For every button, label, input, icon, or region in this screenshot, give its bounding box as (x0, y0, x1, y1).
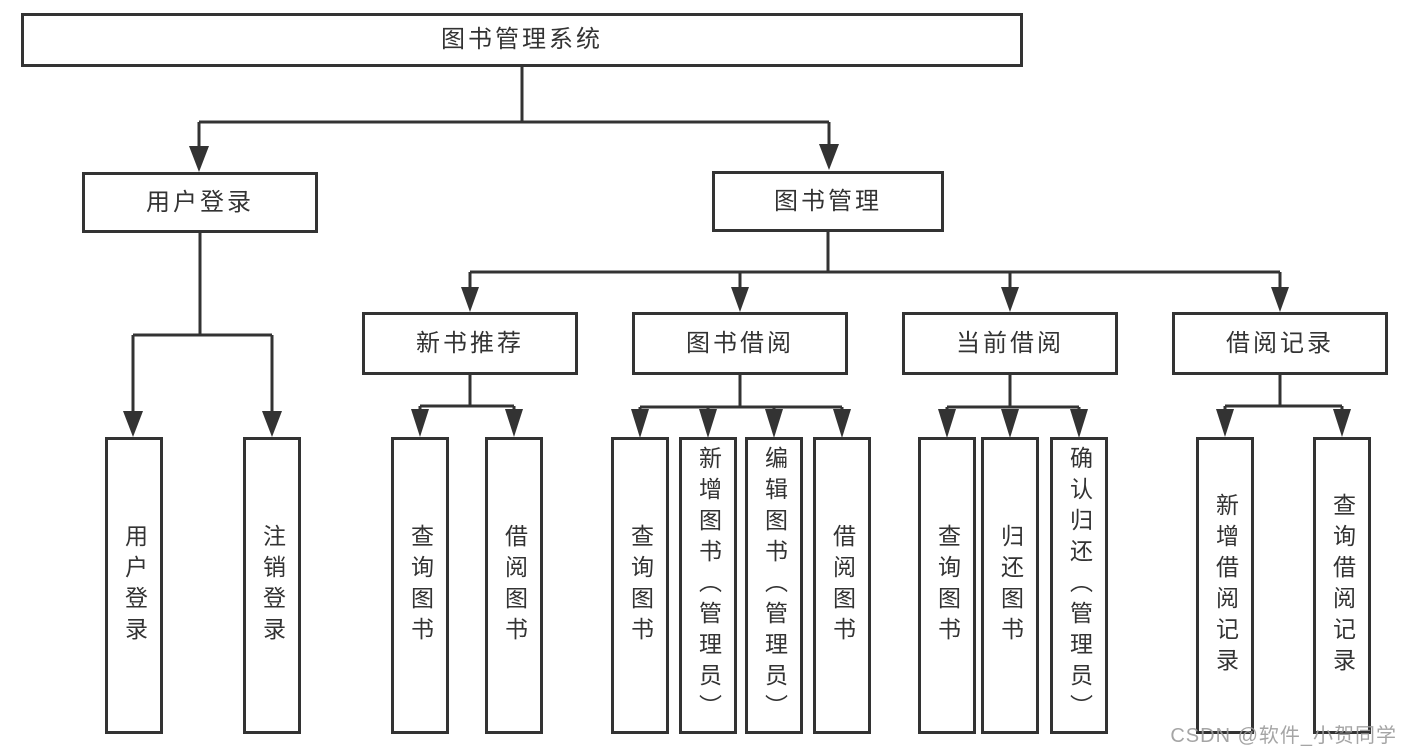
node-label: 图书管理系统 (441, 26, 603, 53)
node-label: 归还图书 (997, 523, 1024, 648)
leaf-user-login: 用户登录 (105, 437, 163, 734)
leaf-logout: 注销登录 (243, 437, 301, 734)
node-label: 借阅图书 (829, 523, 856, 648)
leaf-query-books-borrow: 查询图书 (611, 437, 669, 734)
leaf-edit-books-admin: 编辑图书（管理员） (745, 437, 803, 734)
leaf-borrow-books: 借阅图书 (813, 437, 871, 734)
node-label: 查询借阅记录 (1329, 492, 1356, 679)
node-label: 借阅记录 (1226, 329, 1334, 357)
node-borrowing-records: 借阅记录 (1172, 312, 1388, 375)
node-book-borrowing: 图书借阅 (632, 312, 848, 375)
leaf-query-books-current: 查询图书 (918, 437, 976, 734)
leaf-return-books: 归还图书 (981, 437, 1039, 734)
node-label: 用户登录 (121, 523, 148, 648)
node-label: 图书管理 (774, 187, 882, 215)
node-label: 查询图书 (934, 523, 961, 648)
node-label: 确认归还（管理员） (1066, 446, 1093, 725)
arrowheads (123, 144, 1351, 438)
node-label: 新书推荐 (416, 329, 524, 357)
leaf-confirm-return-admin: 确认归还（管理员） (1050, 437, 1108, 734)
leaf-query-borrow-record: 查询借阅记录 (1313, 437, 1371, 734)
node-root-system: 图书管理系统 (21, 13, 1023, 67)
node-label: 新增图书（管理员） (695, 446, 722, 725)
node-label: 编辑图书（管理员） (761, 446, 788, 725)
node-label: 注销登录 (259, 523, 286, 648)
node-label: 新增借阅记录 (1212, 492, 1239, 679)
node-label: 查询图书 (627, 523, 654, 648)
node-label: 借阅图书 (501, 523, 528, 648)
leaf-add-borrow-record: 新增借阅记录 (1196, 437, 1254, 734)
node-label: 当前借阅 (956, 329, 1064, 357)
node-label: 用户登录 (146, 188, 254, 216)
leaf-query-books-recommend: 查询图书 (391, 437, 449, 734)
node-current-borrowing: 当前借阅 (902, 312, 1118, 375)
leaf-add-books-admin: 新增图书（管理员） (679, 437, 737, 734)
csdn-watermark: CSDN @软件_小贺同学 (1170, 725, 1397, 747)
node-label: 查询图书 (407, 523, 434, 648)
node-new-book-recommend: 新书推荐 (362, 312, 578, 375)
leaf-borrow-books-recommend: 借阅图书 (485, 437, 543, 734)
node-user-login: 用户登录 (82, 172, 318, 233)
node-label: 图书借阅 (686, 329, 794, 357)
node-book-management: 图书管理 (712, 171, 944, 232)
